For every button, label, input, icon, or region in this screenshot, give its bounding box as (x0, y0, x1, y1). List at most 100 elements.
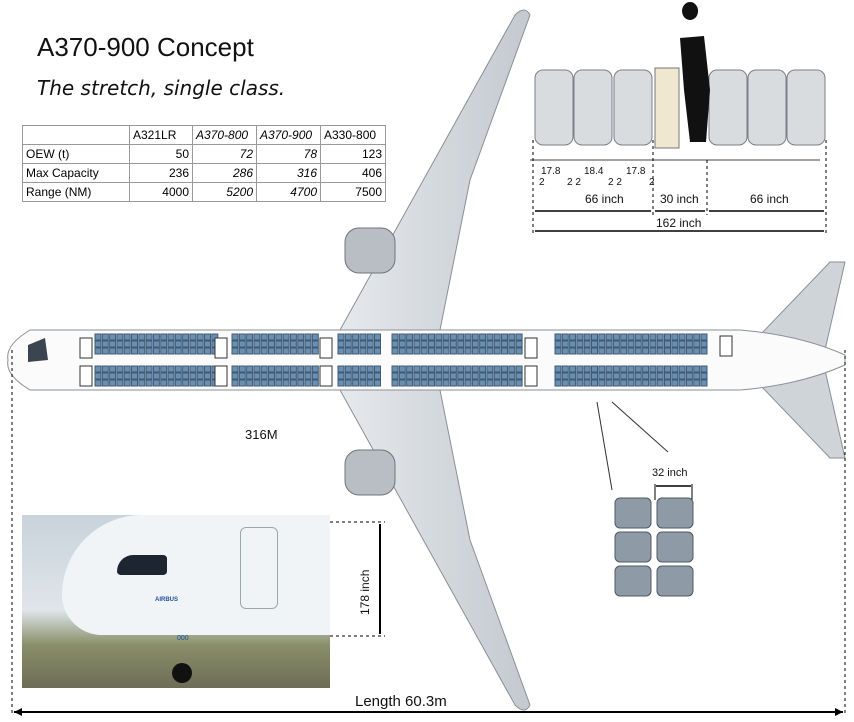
seat (238, 379, 246, 387)
seat (123, 372, 131, 380)
seat (131, 333, 138, 341)
seat (649, 365, 657, 373)
seat (508, 347, 516, 355)
seat (561, 347, 569, 355)
seat (268, 347, 275, 355)
seat (554, 365, 562, 373)
seat (685, 340, 693, 348)
seat (138, 372, 146, 380)
seat (260, 340, 268, 348)
seat (359, 365, 367, 373)
seat (583, 379, 591, 387)
table-header-row: A321LR A370-800 A370-900 A330-800 (22, 125, 386, 145)
seat (398, 333, 406, 341)
seat (231, 333, 239, 341)
seat (501, 379, 508, 387)
cell: 406 (320, 163, 386, 183)
seat (94, 365, 102, 373)
seat (189, 372, 197, 380)
length-label: Length 60.3m (355, 693, 447, 710)
seat (268, 365, 275, 373)
seat (374, 365, 381, 373)
seat (493, 379, 501, 387)
seat (598, 365, 606, 373)
seat (428, 365, 435, 373)
seat (428, 372, 435, 380)
seat-detail (614, 497, 652, 529)
seat (693, 340, 701, 348)
seat (515, 347, 523, 355)
seat (123, 340, 131, 348)
seat (569, 347, 577, 355)
seat (515, 340, 523, 348)
seat (486, 340, 494, 348)
seat (671, 333, 679, 341)
seat (204, 372, 211, 380)
registration: 000 (177, 635, 189, 642)
seat (344, 379, 352, 387)
seat (352, 365, 360, 373)
seat (182, 379, 190, 387)
seat (109, 347, 117, 355)
aisle-width: 30 inch (660, 192, 699, 206)
seat (442, 347, 450, 355)
seat (435, 372, 443, 380)
seat-map (79, 333, 733, 387)
seat (275, 372, 283, 380)
seat (605, 333, 613, 341)
seat (605, 347, 613, 355)
seat (576, 372, 584, 380)
seat (246, 333, 254, 341)
seat (204, 340, 211, 348)
seat (413, 333, 421, 341)
cell: 123 (320, 144, 386, 164)
seat (398, 347, 406, 355)
seat (627, 347, 635, 355)
seat (352, 347, 360, 355)
seat (231, 379, 239, 387)
seat (464, 365, 472, 373)
seat (311, 347, 319, 355)
seat (501, 372, 508, 380)
seat (94, 340, 102, 348)
seat (612, 372, 620, 380)
seat (138, 379, 146, 387)
seat (116, 347, 124, 355)
seat (583, 333, 591, 341)
seat (479, 379, 487, 387)
seat (289, 347, 297, 355)
seat (344, 333, 352, 341)
seat (352, 340, 360, 348)
seat (260, 372, 268, 380)
seat (515, 372, 523, 380)
seat (678, 340, 686, 348)
seat (196, 340, 204, 348)
table-header: A370-900 (256, 125, 321, 145)
seat (94, 347, 102, 355)
seat (359, 379, 367, 387)
seat (189, 379, 197, 387)
seat (486, 347, 494, 355)
seat (289, 372, 297, 380)
seat (605, 379, 613, 387)
seat (145, 340, 153, 348)
seat (685, 365, 693, 373)
seat (420, 379, 428, 387)
seat (449, 333, 457, 341)
seat (160, 372, 168, 380)
seat (561, 333, 569, 341)
seat (583, 340, 591, 348)
seat (359, 340, 367, 348)
seat (109, 333, 117, 341)
galley (319, 337, 333, 359)
seat (634, 333, 642, 341)
seat (493, 365, 501, 373)
seat (182, 333, 190, 341)
seat (337, 333, 345, 341)
seat (391, 365, 399, 373)
seat (435, 340, 443, 348)
seat (268, 340, 275, 348)
seat (123, 333, 131, 341)
cell: 78 (256, 144, 321, 164)
seat (366, 372, 374, 380)
